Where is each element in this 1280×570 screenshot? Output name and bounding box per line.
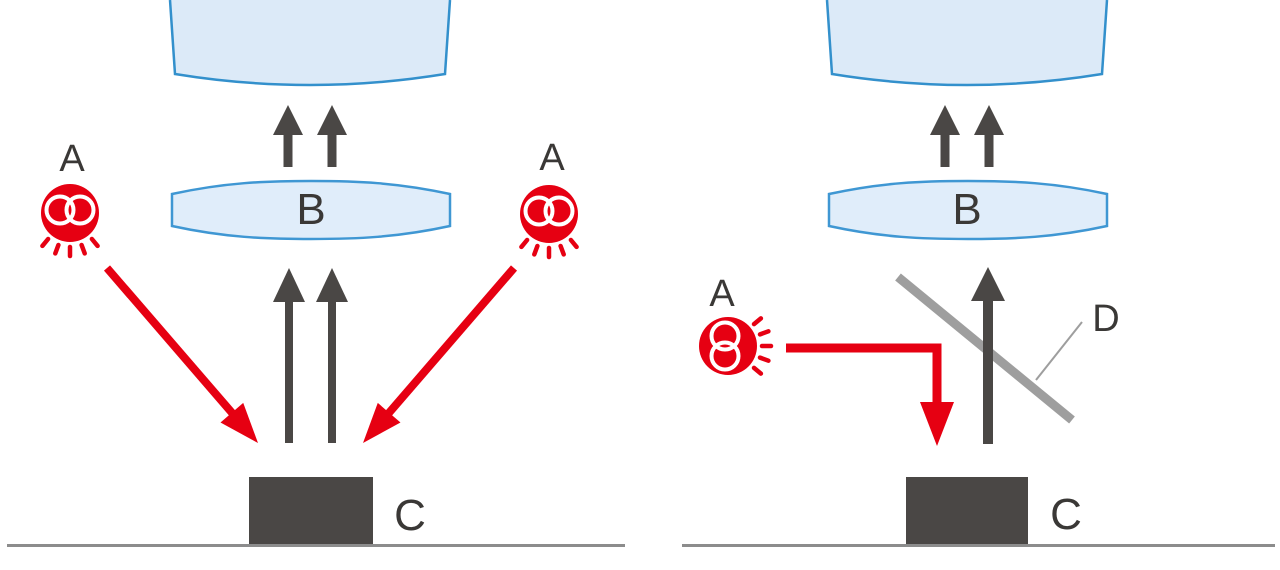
light-source-lamp-icon <box>41 184 99 256</box>
right-panel: B A D C <box>682 0 1275 547</box>
objective-lens <box>168 0 452 87</box>
illumination-arrow-left <box>103 265 258 443</box>
reflected-light-arrows-lower <box>273 268 348 443</box>
sample-block <box>249 477 373 545</box>
beam-splitter-leader-line <box>1035 321 1083 381</box>
illumination-arrow-right <box>363 265 518 443</box>
reflected-light-arrows-upper <box>273 105 347 167</box>
light-source-label-right: A <box>539 137 565 179</box>
sample-label: C <box>394 491 426 540</box>
reflected-light-arrows-upper <box>930 105 1004 167</box>
lens-b-label: B <box>296 185 325 234</box>
objective-lens <box>825 0 1109 87</box>
lens-b-label: B <box>952 185 981 234</box>
light-source-lamp-icon <box>520 185 578 257</box>
left-panel: B A A C <box>7 0 625 547</box>
reflected-light-arrow <box>971 267 1005 444</box>
light-source-label: A <box>709 273 735 315</box>
light-source-label-left: A <box>59 138 85 180</box>
sample-block <box>906 477 1028 545</box>
light-source-lamp-icon <box>699 317 771 375</box>
sample-label: C <box>1050 490 1082 539</box>
illumination-arrow <box>786 343 954 446</box>
beam-splitter-label: D <box>1092 298 1119 340</box>
